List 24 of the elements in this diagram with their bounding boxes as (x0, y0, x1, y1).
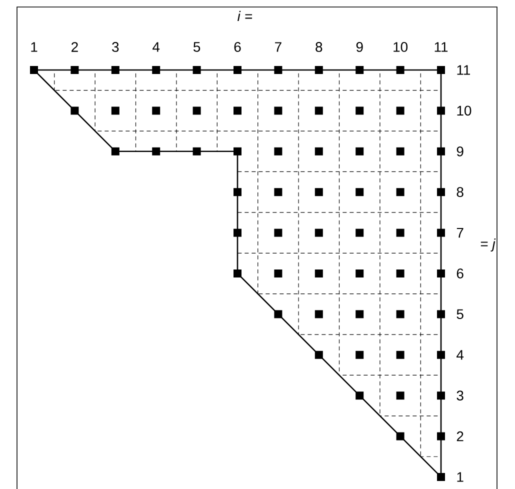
column-number: 10 (394, 42, 408, 52)
column-number: 5 (194, 42, 200, 52)
row-number: 6 (456, 268, 464, 278)
column-number: 3 (112, 42, 119, 52)
row-number: 1 (457, 472, 464, 482)
row-number: 4 (456, 350, 464, 360)
column-number: 2 (72, 42, 78, 52)
axis-label: = j (480, 238, 496, 252)
row-number: 8 (456, 187, 464, 198)
column-number: 8 (316, 42, 322, 52)
column-number: 4 (152, 42, 160, 52)
column-number: 11 (434, 42, 448, 52)
axis-label: i = (238, 10, 252, 22)
column-number: 6 (234, 42, 241, 52)
row-number: 7 (456, 228, 464, 238)
column-number: 1 (31, 42, 38, 52)
row-number: 10 (457, 106, 472, 116)
row-number: 9 (456, 146, 464, 156)
row-number: 3 (456, 390, 464, 401)
row-number: 2 (456, 431, 464, 442)
column-number: 7 (275, 42, 282, 52)
row-number: 5 (456, 309, 464, 320)
column-number: 9 (356, 42, 363, 52)
row-number: 11 (457, 65, 470, 75)
